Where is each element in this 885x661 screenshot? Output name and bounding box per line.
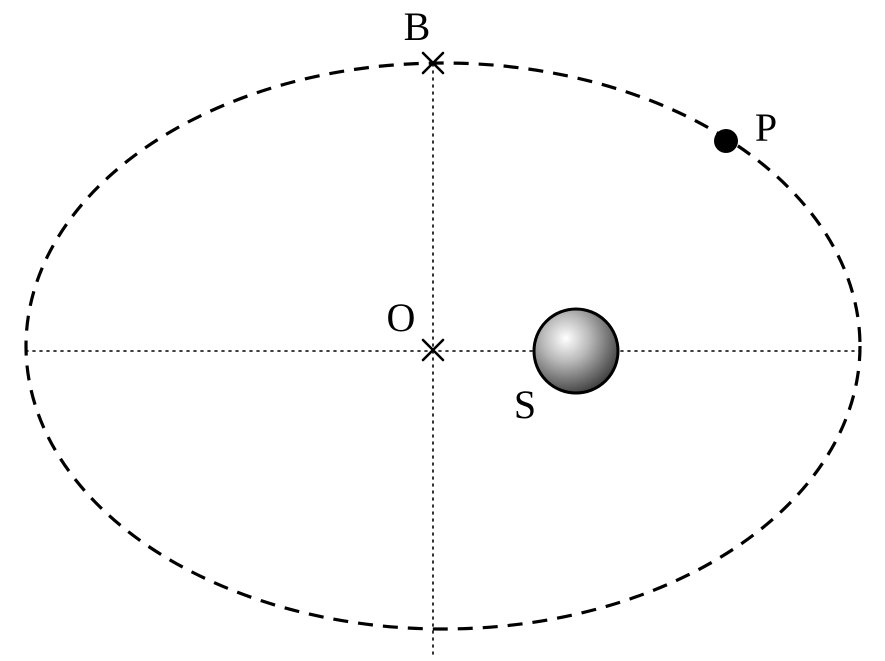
label-p: P: [755, 105, 777, 150]
cross-icon: [421, 51, 445, 75]
shaded-sphere-icon: [532, 307, 620, 395]
filled-dot-icon: [714, 129, 738, 153]
label-s: S: [514, 382, 536, 427]
label-o: O: [387, 295, 416, 340]
orbit-ellipse: [24, 61, 862, 631]
cross-icon: [421, 338, 445, 362]
label-b: B: [404, 4, 431, 49]
